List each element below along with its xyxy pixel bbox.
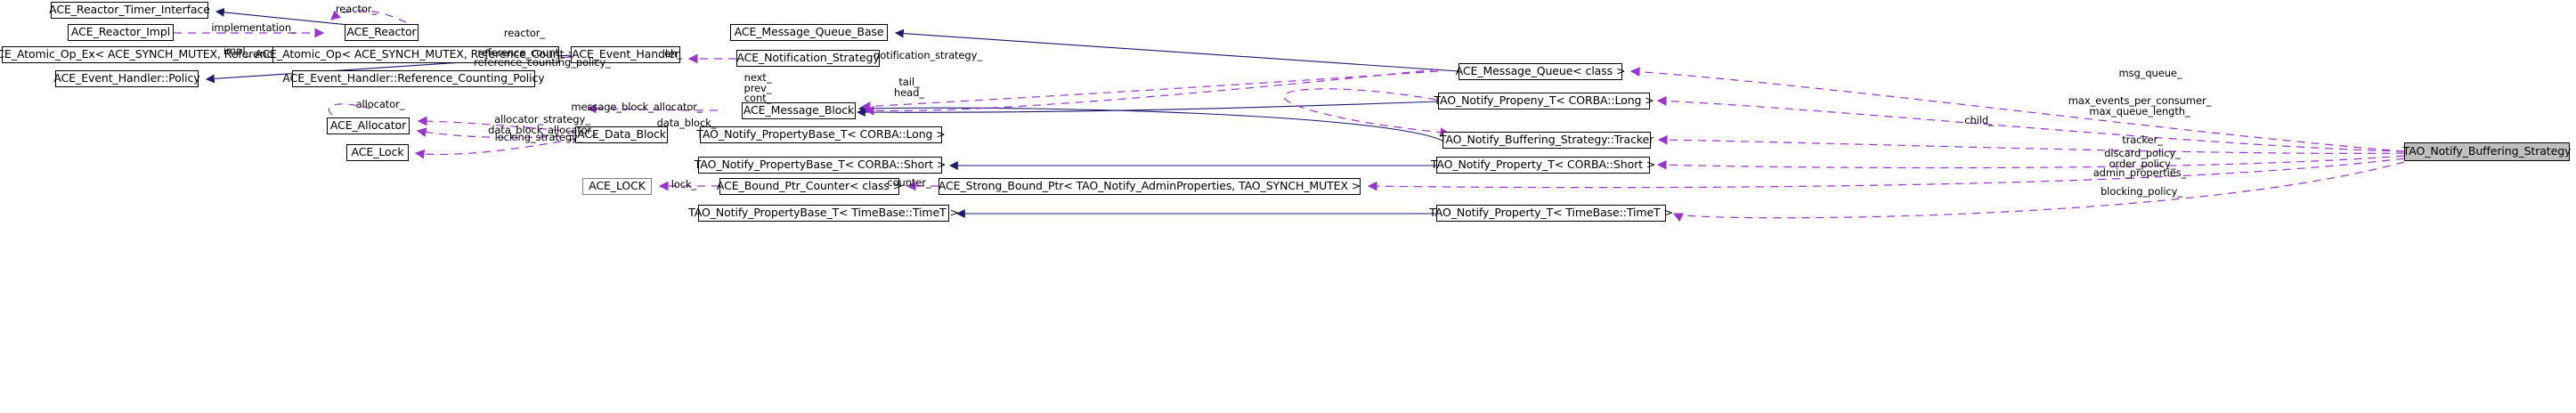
node-label: ACE_Reactor_Timer_Interface: [49, 3, 210, 17]
class-node-ace-event-handler[interactable]: ACE_Event_Handler: [571, 46, 680, 63]
edge-label-reactor-2: reactor_: [503, 27, 546, 39]
edge-label-message-block-allocator: message_block_allocator_: [571, 101, 703, 113]
node-label: ACE_Atomic_Op< ACE_SYNCH_MUTEX, Referenc…: [255, 47, 577, 61]
class-node-tao-notify-property-t-corba-long[interactable]: TAO_Notify_Propeny_T< CORBA::Long >: [1434, 93, 1654, 109]
class-node-ace-lock[interactable]: ACE_Lock: [346, 144, 409, 161]
class-node-ace-lock-macro[interactable]: ACE_LOCK: [582, 178, 652, 195]
class-node-tao-notify-propertybase-t-corba-short[interactable]: TAO_Notify_PropertyBase_T< CORBA::Short …: [695, 157, 946, 174]
edge-label-tracker: tracker_: [2122, 134, 2163, 146]
node-label: TAO_Notify_Buffering_Strategy: [2402, 144, 2572, 158]
node-label: TAO_Notify_Buffering_Strategy::Tracker: [1439, 133, 1654, 147]
class-node-tao-notify-propertybase-t-timebase-timet[interactable]: TAO_Notify_PropertyBase_T< TimeBase::Tim…: [688, 205, 959, 222]
node-label: ACE_Event_Handler: [572, 47, 679, 61]
node-label: ACE_Strong_Bound_Ptr< TAO_Notify_AdminPr…: [938, 179, 1361, 193]
node-label: ACE_Event_Handler::Reference_Counting_Po…: [282, 71, 545, 85]
node-label: TAO_Notify_Property_T< CORBA::Short >: [1430, 158, 1656, 172]
edge-label-discard-order-policy: discard_policy_ order_policy_: [2104, 147, 2181, 170]
class-node-tao-notify-property-t-timebase-timet[interactable]: TAO_Notify_Property_T< TimeBase::TimeT >: [1429, 205, 1673, 222]
edge-label-blocking-policy: blocking_policy_: [2100, 185, 2183, 198]
node-label: ACE_Message_Queue_Base: [734, 25, 884, 39]
node-label: ACE_Event_Handler::Policy: [53, 71, 200, 85]
node-label: ACE_Message_Queue< class >: [1455, 64, 1626, 78]
class-node-ace-message-queue[interactable]: ACE_Message_Queue< class >: [1456, 63, 1625, 80]
node-label: ACE_LOCK: [589, 179, 646, 193]
class-node-ace-atomic-op-ex[interactable]: ACE_Atomic_Op_Ex< ACE_SYNCH_MUTEX, Refer…: [0, 46, 330, 63]
node-label: ACE_Message_Block: [743, 103, 855, 117]
class-node-ace-notification-strategy[interactable]: ACE_Notification_Strategy: [736, 50, 880, 67]
edge-label-eh: eh_: [664, 47, 682, 60]
class-node-ace-reactor-timer-interface[interactable]: ACE_Reactor_Timer_Interface: [49, 2, 210, 19]
node-label: ACE_Allocator: [329, 118, 407, 133]
node-label: TAO_Notify_Propeny_T< CORBA::Long >: [1434, 93, 1654, 108]
edge-label-max-events-per-consumer: max_events_per_consumer_ max_queue_lengt…: [2068, 94, 2212, 117]
edge-label-child: child_: [1964, 114, 1994, 126]
class-node-tao-notify-property-t-corba-short[interactable]: TAO_Notify_Property_T< CORBA::Short >: [1431, 157, 1655, 174]
node-label: ACE_Bound_Ptr_Counter< class >: [716, 179, 903, 193]
node-label: TAO_Notify_PropertyBase_T< CORBA::Long >: [696, 127, 946, 142]
class-node-ace-bound-ptr-counter[interactable]: ACE_Bound_Ptr_Counter< class >: [716, 178, 903, 195]
edge-label-reference-counting-policy: reference_counting_policy_: [474, 56, 611, 69]
class-node-ace-event-handler-policy[interactable]: ACE_Event_Handler::Policy: [53, 70, 200, 87]
class-node-ace-reactor[interactable]: ACE_Reactor: [345, 24, 418, 41]
node-label: ACE_Notification_Strategy: [736, 51, 880, 65]
node-label: ACE_Reactor_Impl: [70, 25, 171, 39]
node-label: ACE_Lock: [351, 145, 404, 159]
edge-label-impl: impl_: [223, 45, 251, 57]
node-label: TAO_Notify_PropertyBase_T< TimeBase::Tim…: [688, 206, 959, 220]
edge-label-allocator: allocator_: [355, 98, 405, 110]
edge-label-reference-count: reference_count_: [477, 46, 565, 59]
class-node-ace-strong-bound-ptr[interactable]: ACE_Strong_Bound_Ptr< TAO_Notify_AdminPr…: [939, 178, 1361, 195]
class-node-ace-reactor-impl[interactable]: ACE_Reactor_Impl: [68, 24, 174, 41]
edge-label-lock: lock_: [670, 178, 697, 190]
node-label: ACE_Reactor: [346, 25, 417, 39]
edge-label-notification-strategy: notification_strategy_: [874, 49, 982, 61]
node-label: TAO_Notify_PropertyBase_T< CORBA::Short …: [694, 158, 947, 172]
edge-label-next-prev-cont: next_ prev_ cont_: [744, 71, 772, 104]
edge-label-admin-properties: admin_properties_: [2092, 166, 2187, 179]
edge-label-msg-queue: msg_queue_: [2118, 67, 2182, 79]
class-node-tao-notify-buffering-strategy[interactable]: TAO_Notify_Buffering_Strategy: [2402, 142, 2572, 161]
class-node-ace-atomic-op[interactable]: ACE_Atomic_Op< ACE_SYNCH_MUTEX, Referenc…: [255, 46, 577, 63]
class-node-ace-message-block[interactable]: ACE_Message_Block: [742, 102, 856, 119]
class-node-ace-data-block[interactable]: ACE_Data_Block: [575, 126, 668, 143]
edge-label-reactor: reactor_: [335, 3, 378, 15]
node-label: TAO_Notify_Property_T< TimeBase::TimeT >: [1429, 206, 1673, 220]
node-label: ACE_Data_Block: [577, 127, 666, 142]
class-node-ace-message-queue-base[interactable]: ACE_Message_Queue_Base: [730, 24, 888, 41]
class-node-ace-allocator[interactable]: ACE_Allocator: [327, 117, 410, 134]
edge-label-counter: counter_: [887, 176, 931, 189]
class-node-tao-notify-propertybase-t-corba-long[interactable]: TAO_Notify_PropertyBase_T< CORBA::Long >: [696, 126, 946, 143]
class-node-tao-notify-buffering-strategy-tracker[interactable]: TAO_Notify_Buffering_Strategy::Tracker: [1439, 132, 1654, 149]
edge-label-locking-strategy: locking_strategy_: [494, 131, 583, 143]
node-label: ACE_Atomic_Op_Ex< ACE_SYNCH_MUTEX, Refer…: [0, 47, 330, 61]
edge-label-tail-head: tail_ head_: [894, 76, 924, 99]
edge-label-implementation: implementation_: [211, 21, 297, 34]
edge-label-data-block: data_block_: [656, 117, 717, 129]
class-node-ace-event-handler-reference-counting-policy[interactable]: ACE_Event_Handler::Reference_Counting_Po…: [282, 70, 545, 87]
edge-label-allocator-strategy: allocator_strategy_ data_block_allocator…: [488, 113, 597, 136]
